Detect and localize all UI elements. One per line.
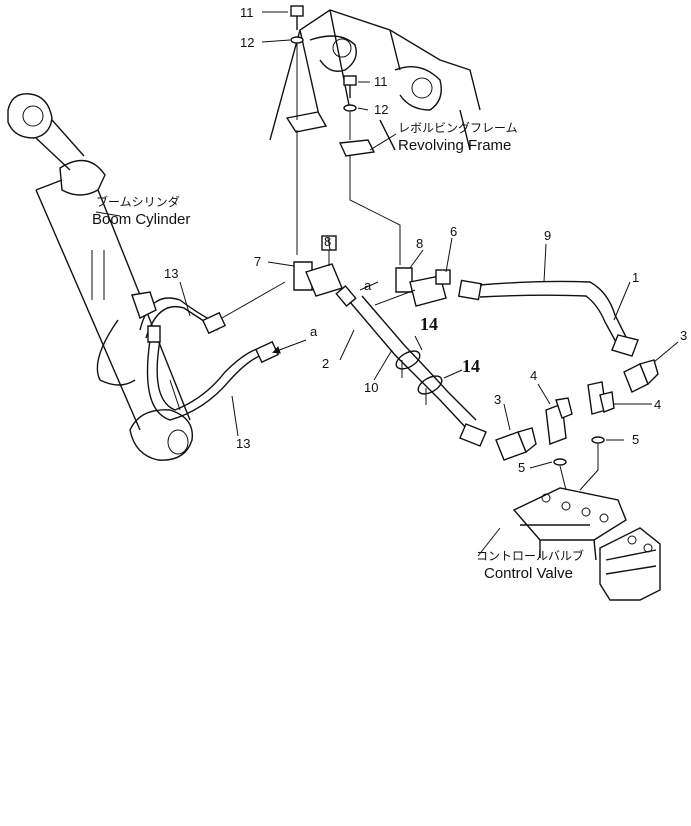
callout-12-top: 12 bbox=[240, 35, 254, 50]
callout-11-mid: 11 bbox=[374, 74, 388, 89]
hose-13-lower bbox=[131, 291, 280, 421]
hose-13-upper bbox=[96, 281, 286, 386]
hose-9 bbox=[457, 279, 639, 357]
callout-a-lower: a bbox=[310, 324, 318, 339]
callout-11-top: 11 bbox=[240, 5, 254, 20]
bolt-lower bbox=[343, 75, 357, 140]
callout-4-right: 4 bbox=[654, 397, 661, 412]
revolving-frame-label-jp: レボルビングフレーム bbox=[398, 121, 518, 135]
callout-5-center: 5 bbox=[518, 460, 525, 475]
fitting-8-6-right bbox=[349, 155, 451, 307]
elbow-3-center bbox=[495, 427, 537, 461]
callout-7: 7 bbox=[254, 254, 261, 269]
callout-9: 9 bbox=[544, 228, 551, 243]
callout-2: 2 bbox=[322, 356, 329, 371]
callout-1: 1 bbox=[632, 270, 639, 285]
boom-cylinder-label-en: Boom Cylinder bbox=[92, 211, 190, 228]
callout-10: 10 bbox=[364, 380, 378, 395]
elbow-4-right bbox=[587, 381, 615, 415]
boom-cylinder bbox=[7, 93, 194, 461]
fitting-7-8-left bbox=[293, 130, 343, 297]
o-rings-5 bbox=[553, 436, 605, 491]
callout-a-upper: a bbox=[364, 278, 372, 293]
control-valve-label-jp: コントロールバルブ bbox=[476, 548, 584, 563]
callout-5-right: 5 bbox=[632, 432, 639, 447]
callout-13-lower: 13 bbox=[236, 436, 250, 451]
callout-13-upper: 13 bbox=[164, 266, 178, 281]
callout-4-center: 4 bbox=[530, 368, 537, 383]
callout-3-right: 3 bbox=[680, 328, 687, 343]
callout-8-right: 8 bbox=[416, 236, 423, 251]
callout-8-left: 8 bbox=[324, 234, 331, 249]
callout-3-center: 3 bbox=[494, 392, 501, 407]
callout-12-mid: 12 bbox=[374, 102, 388, 117]
control-valve bbox=[512, 487, 661, 601]
clamp-14 bbox=[395, 335, 463, 405]
component-labels: ブームシリンダ Boom Cylinder レボルビングフレーム Revolvi… bbox=[92, 121, 584, 582]
control-valve-label-en: Control Valve bbox=[484, 565, 573, 582]
boom-cylinder-label-jp: ブームシリンダ bbox=[96, 194, 180, 209]
callout-numbers: 11 12 11 12 7 8 8 6 9 1 3 4 5 4 3 5 2 10… bbox=[164, 5, 687, 475]
leader-lines bbox=[95, 11, 679, 557]
revolving-frame-label-en: Revolving Frame bbox=[398, 137, 511, 154]
bolt-upper bbox=[290, 5, 304, 120]
hose-2-10 bbox=[335, 285, 487, 447]
callout-14-upper: 14 bbox=[420, 314, 438, 334]
elbow-3-right bbox=[623, 359, 659, 393]
callout-6: 6 bbox=[450, 224, 457, 239]
elbow-4-center bbox=[545, 397, 573, 445]
callout-14-lower: 14 bbox=[462, 356, 480, 376]
